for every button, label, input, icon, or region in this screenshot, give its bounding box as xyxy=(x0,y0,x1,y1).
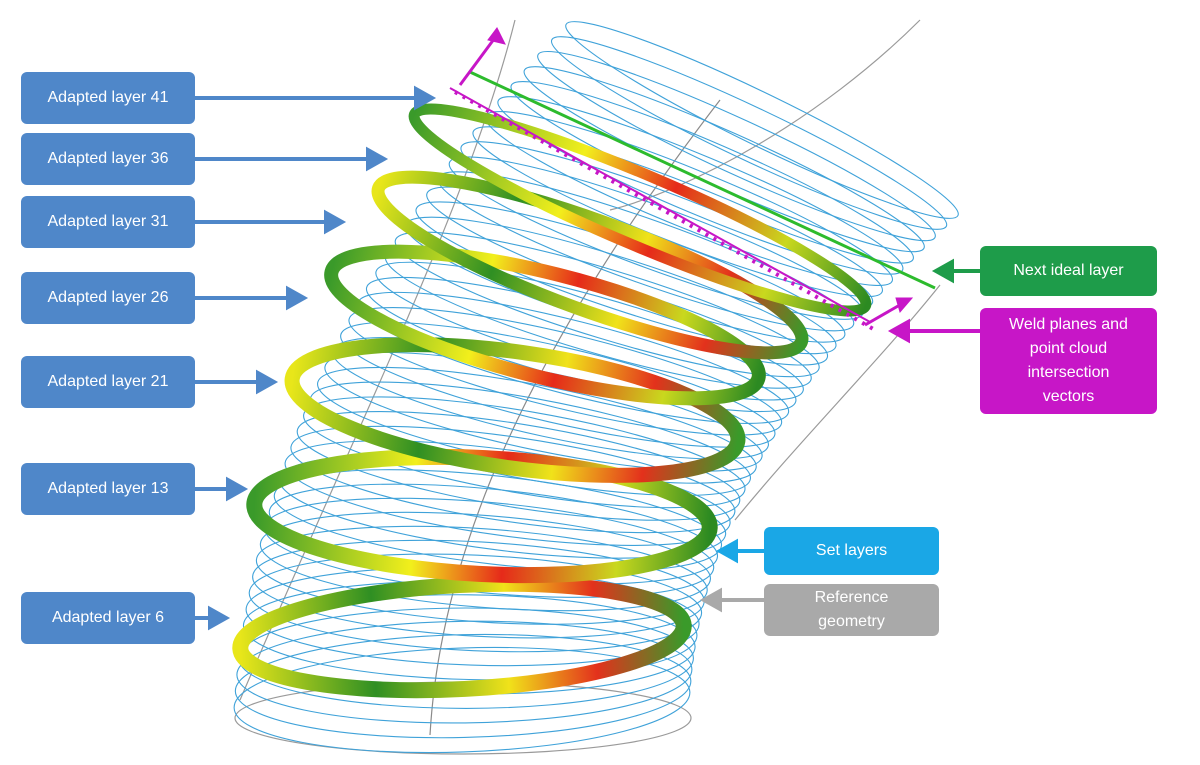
label-line: vectors xyxy=(1042,388,1095,405)
label-line: point cloud xyxy=(1029,340,1108,357)
label-line: geometry xyxy=(818,613,885,630)
adapted-layer-6-band xyxy=(232,575,692,699)
weld-planes-vectors xyxy=(449,27,914,332)
label-text: Adapted layer 36 xyxy=(47,150,169,167)
set-layer-ring xyxy=(340,321,776,448)
label-reference-geometry: Reference geometry xyxy=(764,584,939,636)
set-layer-ring xyxy=(248,553,703,653)
label-adapted-layer-6: Adapted layer 6 xyxy=(21,592,195,644)
label-adapted-layer-13: Adapted layer 13 xyxy=(21,463,195,515)
label-text: Adapted layer 31 xyxy=(47,213,169,230)
label-line: intersection xyxy=(1027,364,1110,381)
set-layer-ring xyxy=(259,511,711,612)
adapted-layer-26-band xyxy=(324,244,766,406)
label-text: Next ideal layer xyxy=(1013,262,1124,279)
label-text: Adapted layer 6 xyxy=(51,609,165,626)
adapted-layer-bands xyxy=(232,103,872,699)
set-layer-ring xyxy=(303,396,746,509)
label-next-ideal-layer: Next ideal layer xyxy=(980,246,1157,296)
adapted-layer-21-band xyxy=(284,337,746,483)
set-layer-ring xyxy=(236,620,693,724)
adapted-layer-36-band xyxy=(408,103,872,317)
label-adapted-layer-41: Adapted layer 41 xyxy=(21,72,195,124)
set-layer-ring xyxy=(273,469,723,572)
set-layer-ring xyxy=(290,425,736,534)
label-line: Reference xyxy=(814,589,889,606)
next-ideal-layer-line xyxy=(469,70,936,290)
set-layer-ring xyxy=(497,96,904,275)
label-set-layers: Set layers xyxy=(764,527,939,575)
label-text: Adapted layer 13 xyxy=(47,480,169,497)
set-layer-ring xyxy=(537,50,936,242)
label-line: Weld planes and xyxy=(1009,316,1128,333)
label-text: Adapted layer 21 xyxy=(47,373,169,390)
set-layer-ring xyxy=(565,21,959,219)
label-text: Adapted layer 26 xyxy=(47,289,169,306)
set-layer-ring xyxy=(348,307,783,436)
label-adapted-layer-21: Adapted layer 21 xyxy=(21,356,195,408)
set-layer-ring xyxy=(233,646,691,754)
adapted-layer-31-band xyxy=(371,170,809,360)
label-adapted-layer-36: Adapted layer 36 xyxy=(21,133,195,185)
label-text: Set layers xyxy=(815,542,888,559)
set-layer-ring xyxy=(234,633,692,739)
set-layer-ring xyxy=(472,126,884,298)
label-weld-planes: Weld planes and point cloud intersection… xyxy=(980,308,1157,414)
set-layer-ring xyxy=(394,231,820,378)
set-layer-ring xyxy=(255,525,708,625)
set-layer-ring xyxy=(550,36,948,230)
label-adapted-layer-31: Adapted layer 31 xyxy=(21,196,195,248)
label-adapted-layer-26: Adapted layer 26 xyxy=(21,272,195,324)
label-text: Adapted layer 41 xyxy=(47,89,169,106)
set-layer-ring xyxy=(284,440,731,546)
set-layer-ring xyxy=(296,411,741,521)
